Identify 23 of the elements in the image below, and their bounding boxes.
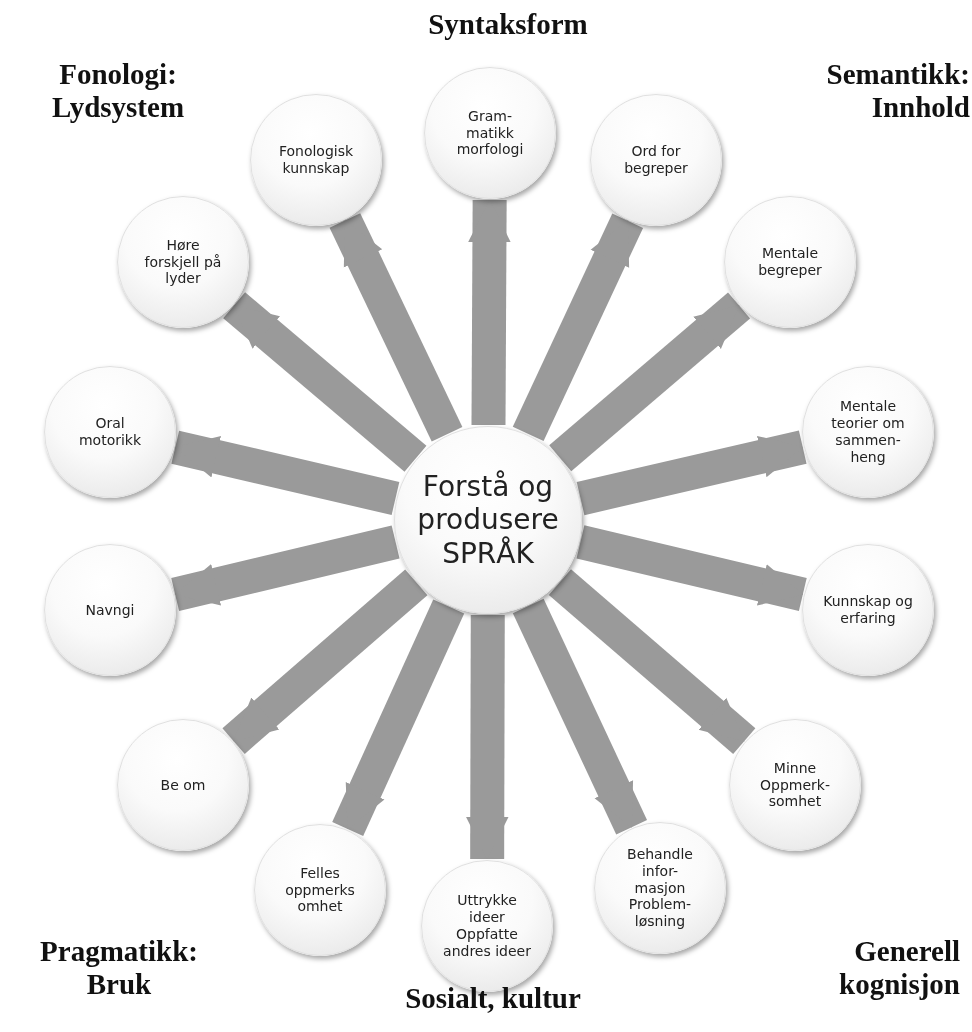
circle-text: Navngi xyxy=(84,601,136,619)
circle-text: Oral motorikk xyxy=(77,415,143,449)
category-heading: Syntaksform xyxy=(428,8,588,42)
block-arrow xyxy=(222,569,428,754)
circle-text: Kunnskap og erfaring xyxy=(823,593,913,627)
circle-text: Fonologisk kunnskap xyxy=(277,143,355,177)
circle-text: Minne Oppmerk- somhet xyxy=(759,759,831,811)
circle-text: Mentale teorier om sammen- heng xyxy=(830,398,906,466)
circle-text: Ord for begreper xyxy=(623,143,689,177)
category-heading: Sosialt, kultur xyxy=(404,982,582,1016)
circle-text: Be om xyxy=(159,776,207,794)
circle-text: Uttrykke ideer Oppfatte andres ideer xyxy=(442,892,532,960)
category-heading: Fonologi: Lydsystem xyxy=(50,58,186,125)
circle-text: Mentale begreper xyxy=(757,245,823,279)
circle-text: Felles oppmerks omhet xyxy=(284,864,356,916)
block-arrow xyxy=(549,292,751,472)
category-heading: Generell kognisjon xyxy=(838,935,960,1002)
category-heading: Pragmatikk: Bruk xyxy=(39,935,199,1002)
circle-text: Gram- matikk morfologi xyxy=(455,107,525,159)
circle-text: Høre forskjell på lyder xyxy=(143,236,223,288)
category-heading: Semantikk: Innhold xyxy=(825,58,970,125)
circle-text: Behandle infor- masjon Problem- løsning xyxy=(626,846,694,930)
circle-text: Forstå og produsere SPRÅK xyxy=(416,469,560,571)
